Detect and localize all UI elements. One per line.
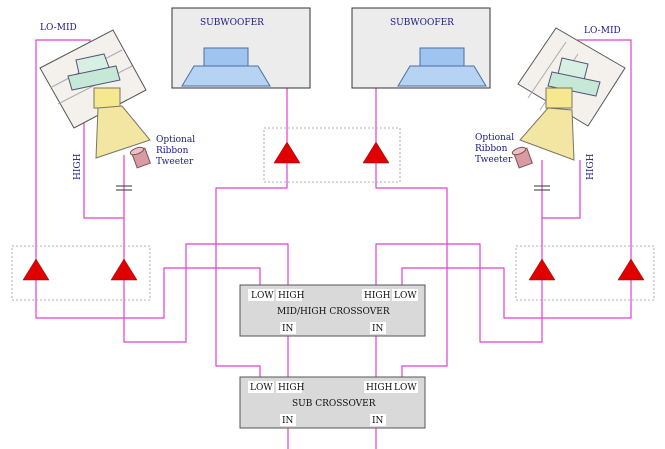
left-ribbon-tweeter-icon [129, 146, 151, 169]
left-ribbon-tweeter: Optional Ribbon Tweeter [129, 135, 195, 169]
right-tweeter-label-1: Optional [475, 133, 514, 143]
mid-high-crossover-high-right: HIGH [364, 291, 391, 301]
right-tweeter-label-3: Tweeter [475, 155, 513, 165]
right-high-label: HIGH [586, 153, 596, 180]
sub-right-amp-icon [362, 141, 390, 164]
right-lo-mid-label: LO-MID [584, 26, 621, 36]
right-tweeter-capacitor [534, 185, 550, 191]
right-ribbon-tweeter: Optional Ribbon Tweeter [475, 133, 533, 169]
right-lo-mid-driver-icon [547, 57, 601, 97]
subwoofer-right-label: SUBWOOFER [390, 18, 454, 28]
left-high-label: HIGH [73, 153, 83, 180]
mid-high-crossover-low-right: LOW [394, 291, 417, 301]
right-lo-mid-amp-icon [617, 258, 645, 281]
left-tweeter-capacitor [116, 185, 132, 191]
mid-high-crossover-high-left: HIGH [278, 291, 305, 301]
mid-high-crossover-low-left: LOW [251, 291, 274, 301]
sub-crossover-low-right: LOW [394, 383, 417, 393]
left-tweeter-label-2: Ribbon [156, 146, 189, 156]
sub-crossover-in-left: IN [282, 416, 294, 426]
sub-crossover-low-left: LOW [250, 383, 273, 393]
right-speaker: LO-MID HIGH [517, 26, 626, 180]
subwoofer-right-driver-icon [397, 47, 487, 87]
sub-left-amp-icon [273, 141, 301, 164]
mid-high-crossover: LOW HIGH HIGH LOW MID/HIGH CROSSOVER IN … [239, 284, 426, 337]
right-ribbon-tweeter-icon [511, 146, 533, 169]
subwoofer-left-driver-icon [181, 47, 271, 87]
sub-crossover-high-left: HIGH [278, 383, 305, 393]
left-lo-mid-label: LO-MID [40, 23, 77, 33]
right-high-driver-icon [519, 87, 575, 161]
left-high-amp-icon [110, 258, 138, 281]
subwoofer-left: SUBWOOFER [171, 7, 311, 89]
sub-amp-group [263, 127, 401, 183]
sub-crossover-in-right: IN [372, 416, 384, 426]
left-lo-mid-amp-icon [22, 258, 50, 281]
mid-high-crossover-in-left: IN [282, 324, 294, 334]
left-tweeter-label-1: Optional [156, 135, 195, 145]
sub-crossover-high-right: HIGH [366, 383, 393, 393]
mid-high-crossover-title: MID/HIGH CROSSOVER [277, 307, 390, 317]
left-high-driver-icon [93, 87, 151, 159]
subwoofer-left-label: SUBWOOFER [200, 18, 264, 28]
left-lo-mid-driver-icon [67, 53, 121, 91]
mid-high-crossover-in-right: IN [372, 324, 384, 334]
sub-crossover: LOW HIGH HIGH LOW SUB CROSSOVER IN IN [239, 376, 426, 429]
right-tweeter-label-2: Ribbon [475, 144, 508, 154]
sub-crossover-title: SUB CROSSOVER [292, 399, 376, 409]
right-amp-group [515, 245, 655, 301]
left-amp-group [11, 245, 151, 301]
right-high-amp-icon [528, 258, 556, 281]
left-tweeter-label-3: Tweeter [156, 157, 194, 167]
subwoofer-right: SUBWOOFER [351, 7, 491, 89]
left-speaker: LO-MID HIGH [39, 23, 151, 180]
